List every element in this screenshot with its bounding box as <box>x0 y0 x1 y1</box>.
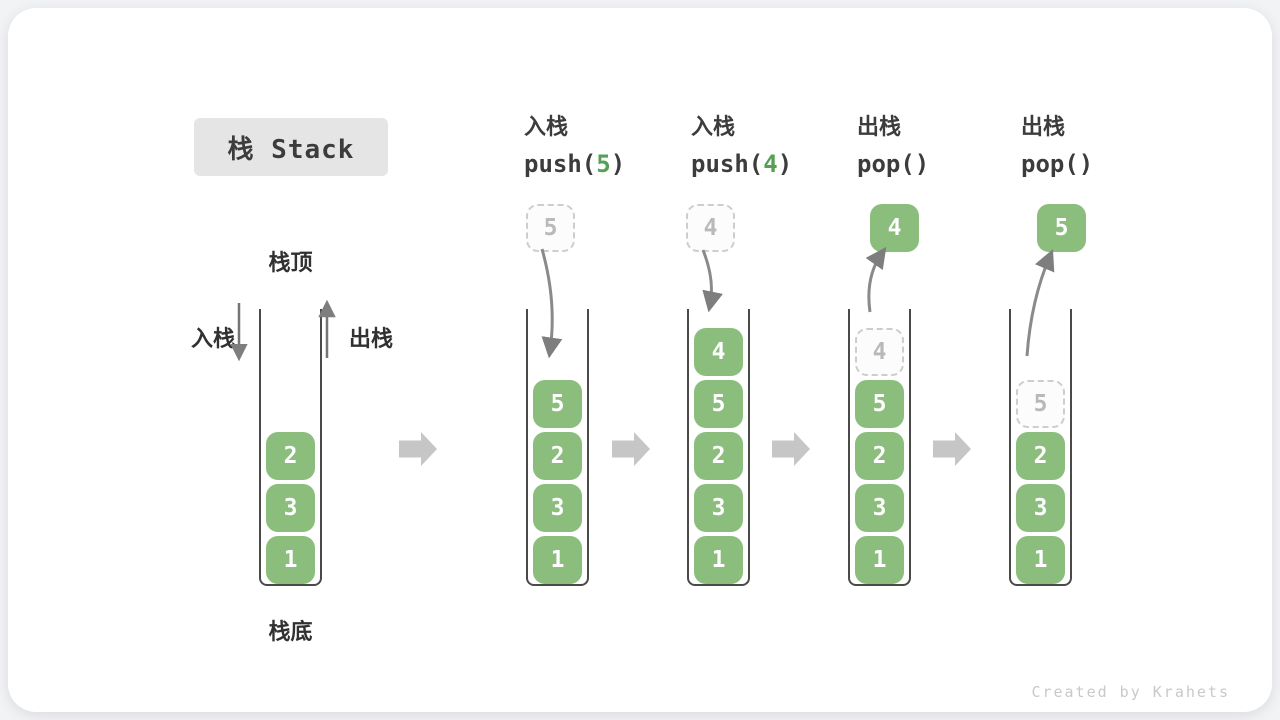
cell-value: 1 <box>550 547 565 573</box>
code-prefix: pop( <box>1021 150 1079 178</box>
cell-value: 4 <box>711 339 726 365</box>
stack-cell: 3 <box>1016 484 1065 532</box>
stack-cell: 5 <box>694 380 743 428</box>
step-header-push-5: 入栈 push(5) <box>524 115 625 177</box>
stack-well-after-push-4 <box>687 309 750 586</box>
cell-value: 5 <box>711 391 726 417</box>
stack-well-after-push-5 <box>526 309 589 586</box>
stack-cell: 3 <box>533 484 582 532</box>
stack-cell: 2 <box>855 432 904 480</box>
code-prefix: push( <box>691 150 764 178</box>
cell-value: 2 <box>711 443 726 469</box>
op-name-cn: 出栈 <box>857 115 902 140</box>
cell-value: 2 <box>1033 443 1048 469</box>
stack-cell: 1 <box>855 536 904 584</box>
stack-cell: 5 <box>533 380 582 428</box>
cell-value: 3 <box>1033 495 1048 521</box>
stack-cell-ghost: 4 <box>855 328 904 376</box>
cell-value: 2 <box>550 443 565 469</box>
stack-cell: 1 <box>694 536 743 584</box>
step-header-push-4: 入栈 push(4) <box>691 115 792 177</box>
op-code: push(5) <box>524 152 625 176</box>
floating-popped-box-5: 5 <box>1037 204 1086 252</box>
cell-value: 3 <box>550 495 565 521</box>
op-name-cn: 入栈 <box>691 115 736 140</box>
code-arg: 5 <box>596 150 611 178</box>
push-direction-label: 入栈 <box>191 327 236 352</box>
op-code: pop() <box>1021 152 1093 176</box>
cell-value: 1 <box>283 547 298 573</box>
cell-value: 5 <box>872 391 887 417</box>
stack-cell: 2 <box>1016 432 1065 480</box>
stack-cell: 2 <box>694 432 743 480</box>
cell-value: 5 <box>1033 391 1048 417</box>
cell-value: 3 <box>872 495 887 521</box>
stack-cell: 3 <box>694 484 743 532</box>
diagram-card: 栈 Stack 入栈 push(5) 入栈 push(4) 出栈 pop() 出… <box>8 8 1272 712</box>
cell-value: 1 <box>872 547 887 573</box>
op-name-cn: 入栈 <box>524 115 569 140</box>
stack-well-initial <box>259 309 322 586</box>
code-prefix: pop( <box>857 150 915 178</box>
pop-direction-label: 出栈 <box>349 327 394 352</box>
stack-well-after-pop-5 <box>1009 309 1072 586</box>
watermark: Created by Krahets <box>1031 683 1230 701</box>
code-arg: 4 <box>763 150 778 178</box>
title-label: 栈 Stack <box>227 134 355 165</box>
code-suffix: ) <box>610 150 626 178</box>
stack-well-after-pop-4 <box>848 309 911 586</box>
code-suffix: ) <box>914 150 930 178</box>
cell-value: 1 <box>711 547 726 573</box>
cell-value: 4 <box>872 339 887 365</box>
stack-cell: 3 <box>855 484 904 532</box>
cell-value: 3 <box>711 495 726 521</box>
cell-value: 1 <box>1033 547 1048 573</box>
op-code: pop() <box>857 152 929 176</box>
floating-popped-box-4: 4 <box>870 204 919 252</box>
op-name-cn: 出栈 <box>1021 115 1066 140</box>
stack-cell: 1 <box>1016 536 1065 584</box>
cell-value: 4 <box>887 215 902 241</box>
cell-value: 4 <box>703 215 718 241</box>
stack-cell: 3 <box>266 484 315 532</box>
cell-value: 2 <box>283 443 298 469</box>
cell-value: 2 <box>872 443 887 469</box>
cell-value: 3 <box>283 495 298 521</box>
code-suffix: ) <box>777 150 793 178</box>
stack-cell-ghost: 5 <box>1016 380 1065 428</box>
cell-value: 5 <box>550 391 565 417</box>
stack-cell: 5 <box>855 380 904 428</box>
code-prefix: push( <box>524 150 597 178</box>
stack-cell: 1 <box>533 536 582 584</box>
cell-value: 5 <box>543 215 558 241</box>
title-badge: 栈 Stack <box>194 118 388 176</box>
stack-cell: 1 <box>266 536 315 584</box>
stack-cell: 2 <box>533 432 582 480</box>
op-code: push(4) <box>691 152 792 176</box>
floating-ghost-box-push-4: 4 <box>686 204 735 252</box>
cell-value: 5 <box>1054 215 1069 241</box>
step-header-pop-2: 出栈 pop() <box>1021 115 1093 177</box>
code-suffix: ) <box>1078 150 1094 178</box>
stack-top-label: 栈顶 <box>268 251 313 276</box>
stack-cell: 4 <box>694 328 743 376</box>
stack-cell: 2 <box>266 432 315 480</box>
stack-bottom-label: 栈底 <box>268 620 313 645</box>
step-header-pop-1: 出栈 pop() <box>857 115 929 177</box>
floating-ghost-box-push-5: 5 <box>526 204 575 252</box>
